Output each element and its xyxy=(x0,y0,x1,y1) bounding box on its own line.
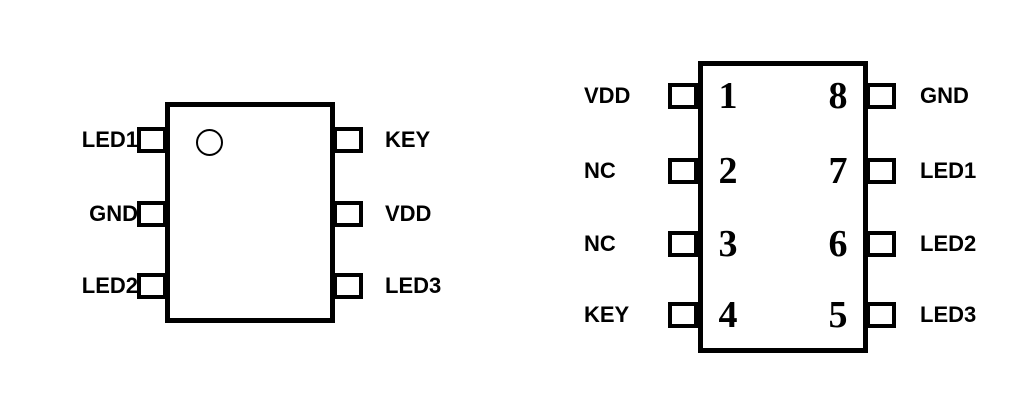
pkg8-pin-8 xyxy=(866,83,896,109)
pkg8-pin-number-6: 6 xyxy=(828,223,848,265)
package-6pin-body xyxy=(165,102,335,323)
pkg6-pin-label-led2: LED2 xyxy=(81,273,138,298)
pkg6-pin-label-vdd: VDD xyxy=(385,201,432,226)
pkg8-pin-5 xyxy=(866,302,896,328)
pkg6-pin-label-led1: LED1 xyxy=(81,127,138,152)
pkg8-pin-label-led2: LED2 xyxy=(920,231,977,256)
pkg8-pin-label-led3: LED3 xyxy=(920,302,977,327)
pkg8-pin-number-2: 2 xyxy=(718,150,738,192)
pkg6-pin-gnd xyxy=(137,201,167,227)
pkg8-pin-number-4: 4 xyxy=(718,294,738,336)
pkg8-pin-3 xyxy=(668,231,698,257)
pkg6-pin-label-key: KEY xyxy=(385,127,431,152)
pkg8-pin-label-nc2: NC xyxy=(584,231,616,256)
pkg6-pin-key xyxy=(333,127,363,153)
pkg8-pin-label-gnd: GND xyxy=(920,83,969,108)
pkg8-pin-number-1: 1 xyxy=(718,75,738,117)
pkg8-pin-4 xyxy=(668,302,698,328)
pkg6-pin-led3 xyxy=(333,273,363,299)
pkg8-pin-2 xyxy=(668,158,698,184)
pkg8-pin-label-led1: LED1 xyxy=(920,158,977,183)
pkg6-pin-led1 xyxy=(137,127,167,153)
pkg8-pin-1 xyxy=(668,83,698,109)
pkg8-pin-number-3: 3 xyxy=(718,223,738,265)
pkg8-pin-label-nc1: NC xyxy=(584,158,616,183)
pkg8-pin-number-8: 8 xyxy=(828,75,848,117)
pkg6-pin-led2 xyxy=(137,273,167,299)
pin1-indicator-circle xyxy=(196,129,223,156)
pkg6-pin-label-gnd: GND xyxy=(89,201,138,226)
pkg8-pin-7 xyxy=(866,158,896,184)
pkg8-pin-label-vdd: VDD xyxy=(584,83,631,108)
pkg6-pin-label-led3: LED3 xyxy=(385,273,442,298)
pkg8-pin-number-7: 7 xyxy=(828,150,848,192)
pkg8-pin-number-5: 5 xyxy=(828,294,848,336)
pkg8-pin-label-key: KEY xyxy=(584,302,630,327)
pkg6-pin-vdd xyxy=(333,201,363,227)
pkg8-pin-6 xyxy=(866,231,896,257)
package-8pin-body xyxy=(698,61,868,353)
